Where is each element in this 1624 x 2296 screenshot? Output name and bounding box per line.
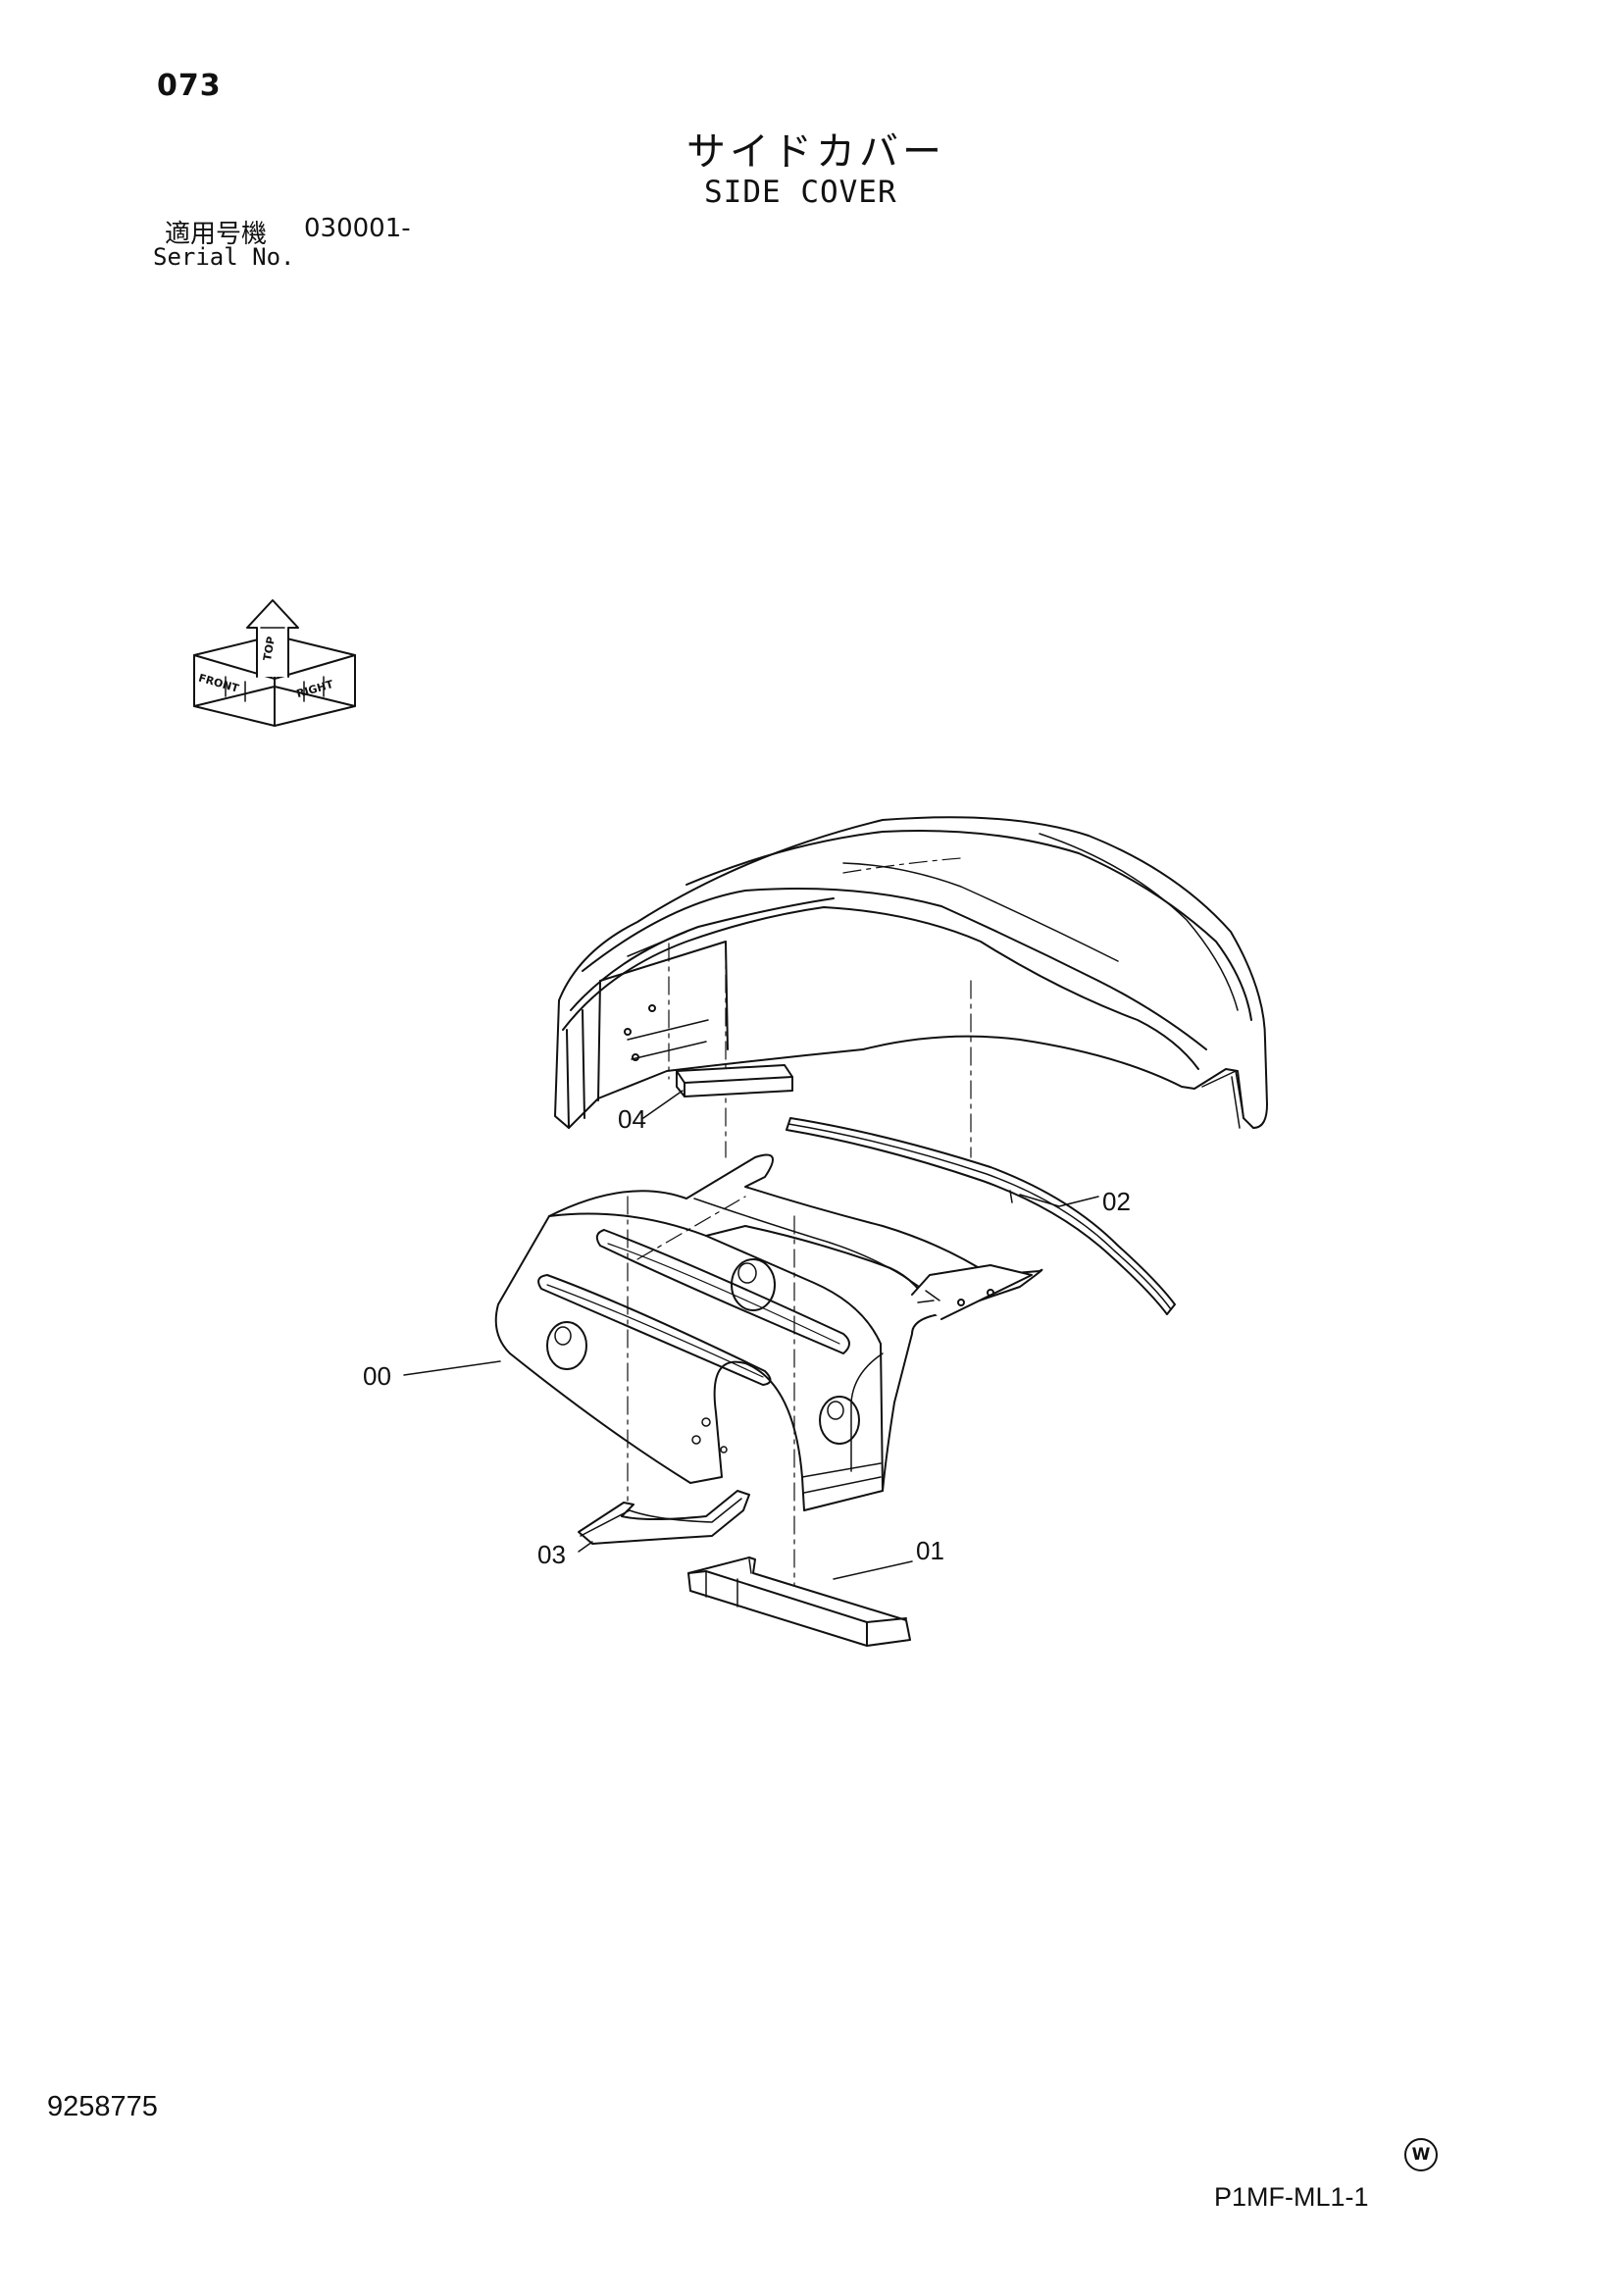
serial-label-japanese: 適用号機	[165, 220, 268, 249]
w-mark-icon: W	[1404, 2138, 1438, 2171]
orientation-cube-icon: FRONT TOP RIGHT	[193, 599, 356, 727]
serial-range: 030001-	[304, 214, 411, 243]
page-number: 073	[157, 69, 222, 103]
callout-02: 02	[1102, 1187, 1131, 1216]
leader-lines	[403, 1090, 1099, 1580]
orientation-label-top: TOP	[261, 636, 278, 662]
callout-04: 04	[618, 1104, 646, 1134]
callout-01: 01	[916, 1536, 944, 1565]
title-japanese: サイドカバー	[686, 129, 945, 175]
document-number: 9258775	[47, 2091, 158, 2122]
part-00-side-panel	[494, 1153, 1043, 1609]
callout-03: 03	[537, 1540, 566, 1569]
part-upper-side-cover	[554, 816, 1268, 1158]
document-code: P1MF-ML1-1	[1214, 2182, 1369, 2212]
part-03-seal-bracket	[578, 1490, 750, 1545]
part-01-block	[687, 1556, 911, 1647]
part-04-pad	[676, 1064, 793, 1097]
callout-00: 00	[363, 1361, 391, 1391]
title-english: SIDE COVER	[704, 175, 897, 210]
part-02-weatherstrip	[786, 1117, 1176, 1315]
svg-text:TOP: TOP	[261, 636, 278, 662]
serial-label-english: Serial No.	[153, 243, 295, 271]
